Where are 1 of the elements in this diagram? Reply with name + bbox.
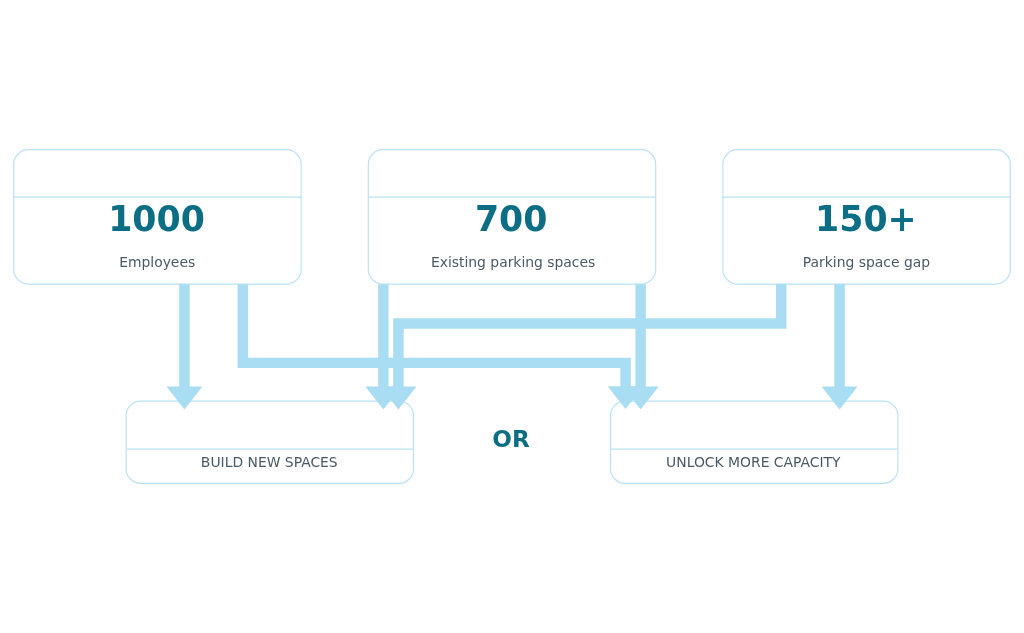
label: OR xyxy=(492,424,530,452)
